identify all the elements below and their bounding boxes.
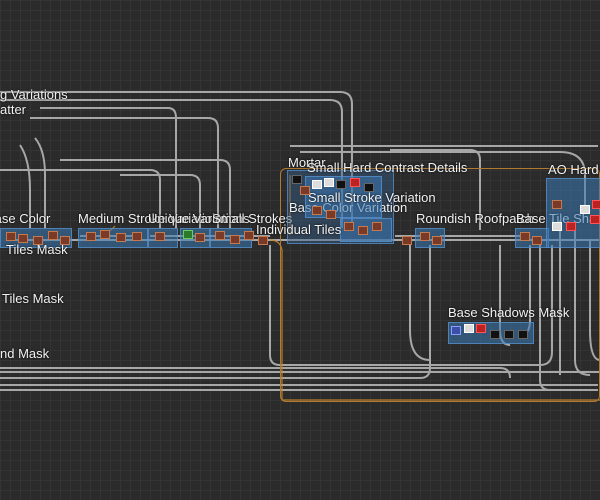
frame-title-base-color: Base Color (0, 211, 51, 226)
graph-node[interactable] (48, 231, 58, 240)
graph-node[interactable] (312, 180, 322, 189)
graph-node[interactable] (590, 215, 600, 224)
frame-title-unique-variations: Unique Variations (148, 211, 250, 226)
graph-node[interactable] (451, 326, 461, 335)
graph-node[interactable] (372, 222, 382, 231)
graph-node[interactable] (195, 233, 205, 242)
graph-node[interactable] (350, 178, 360, 187)
graph-node[interactable] (324, 178, 334, 187)
graph-node[interactable] (336, 180, 346, 189)
graph-node[interactable] (60, 236, 70, 245)
graph-node[interactable] (580, 205, 590, 214)
graph-node[interactable] (215, 231, 225, 240)
graph-node[interactable] (592, 200, 600, 209)
graph-node[interactable] (18, 234, 28, 243)
label-tiles-mask-1: Tiles Mask (6, 242, 68, 257)
frame-title-small-hard-contrast: Small Hard Contrast Details (307, 160, 468, 175)
label-scatter: atter (0, 102, 27, 117)
graph-node[interactable] (532, 236, 542, 245)
graph-node[interactable] (155, 232, 165, 241)
label-and-mask: nd Mask (0, 346, 50, 361)
graph-node[interactable] (86, 232, 96, 241)
frame-title-small-stroke-variation: Small Stroke Variation (308, 190, 436, 205)
graph-node[interactable] (476, 324, 486, 333)
graph-node[interactable] (420, 232, 430, 241)
graph-node[interactable] (312, 206, 322, 215)
graph-node[interactable] (244, 231, 254, 240)
graph-node[interactable] (258, 236, 268, 245)
graph-node[interactable] (183, 230, 193, 239)
graph-node[interactable] (358, 226, 368, 235)
graph-node[interactable] (402, 236, 412, 245)
graph-node[interactable] (33, 236, 43, 245)
graph-node[interactable] (292, 175, 302, 184)
graph-node[interactable] (518, 330, 528, 339)
graph-node[interactable] (344, 222, 354, 231)
frame-title-base-shadows-mask: Base Shadows Mask (448, 305, 570, 320)
graph-node[interactable] (230, 235, 240, 244)
frame-title-small-strokes: Small Strokes (212, 211, 293, 226)
graph-node[interactable] (326, 210, 336, 219)
graph-node[interactable] (100, 230, 110, 239)
graph-node[interactable] (520, 232, 530, 241)
graph-node[interactable] (490, 330, 500, 339)
frame-title-ao-hard: AO Hard (548, 162, 599, 177)
graph-node[interactable] (464, 324, 474, 333)
frame-title-medium-stroke: Medium Stroke Variation (78, 211, 220, 226)
graph-node[interactable] (6, 232, 16, 241)
graph-node[interactable] (300, 186, 310, 195)
graph-node[interactable] (132, 232, 142, 241)
label-tiling-variations: g Variations (0, 87, 68, 102)
frame-ao-hard[interactable] (546, 178, 600, 248)
graph-node[interactable] (432, 236, 442, 245)
label-tiles-mask-2: Tiles Mask (2, 291, 64, 306)
frame-title-individual-tiles: Individual Tiles (256, 222, 342, 237)
graph-node[interactable] (566, 222, 576, 231)
graph-node[interactable] (504, 330, 514, 339)
graph-node[interactable] (552, 222, 562, 231)
frame-title-roundish-roof: Roundish Roofpatch (416, 211, 534, 226)
graph-node[interactable] (364, 183, 374, 192)
graph-node[interactable] (116, 233, 126, 242)
graph-node[interactable] (552, 200, 562, 209)
frame-title-mortar: Mortar (288, 155, 326, 170)
